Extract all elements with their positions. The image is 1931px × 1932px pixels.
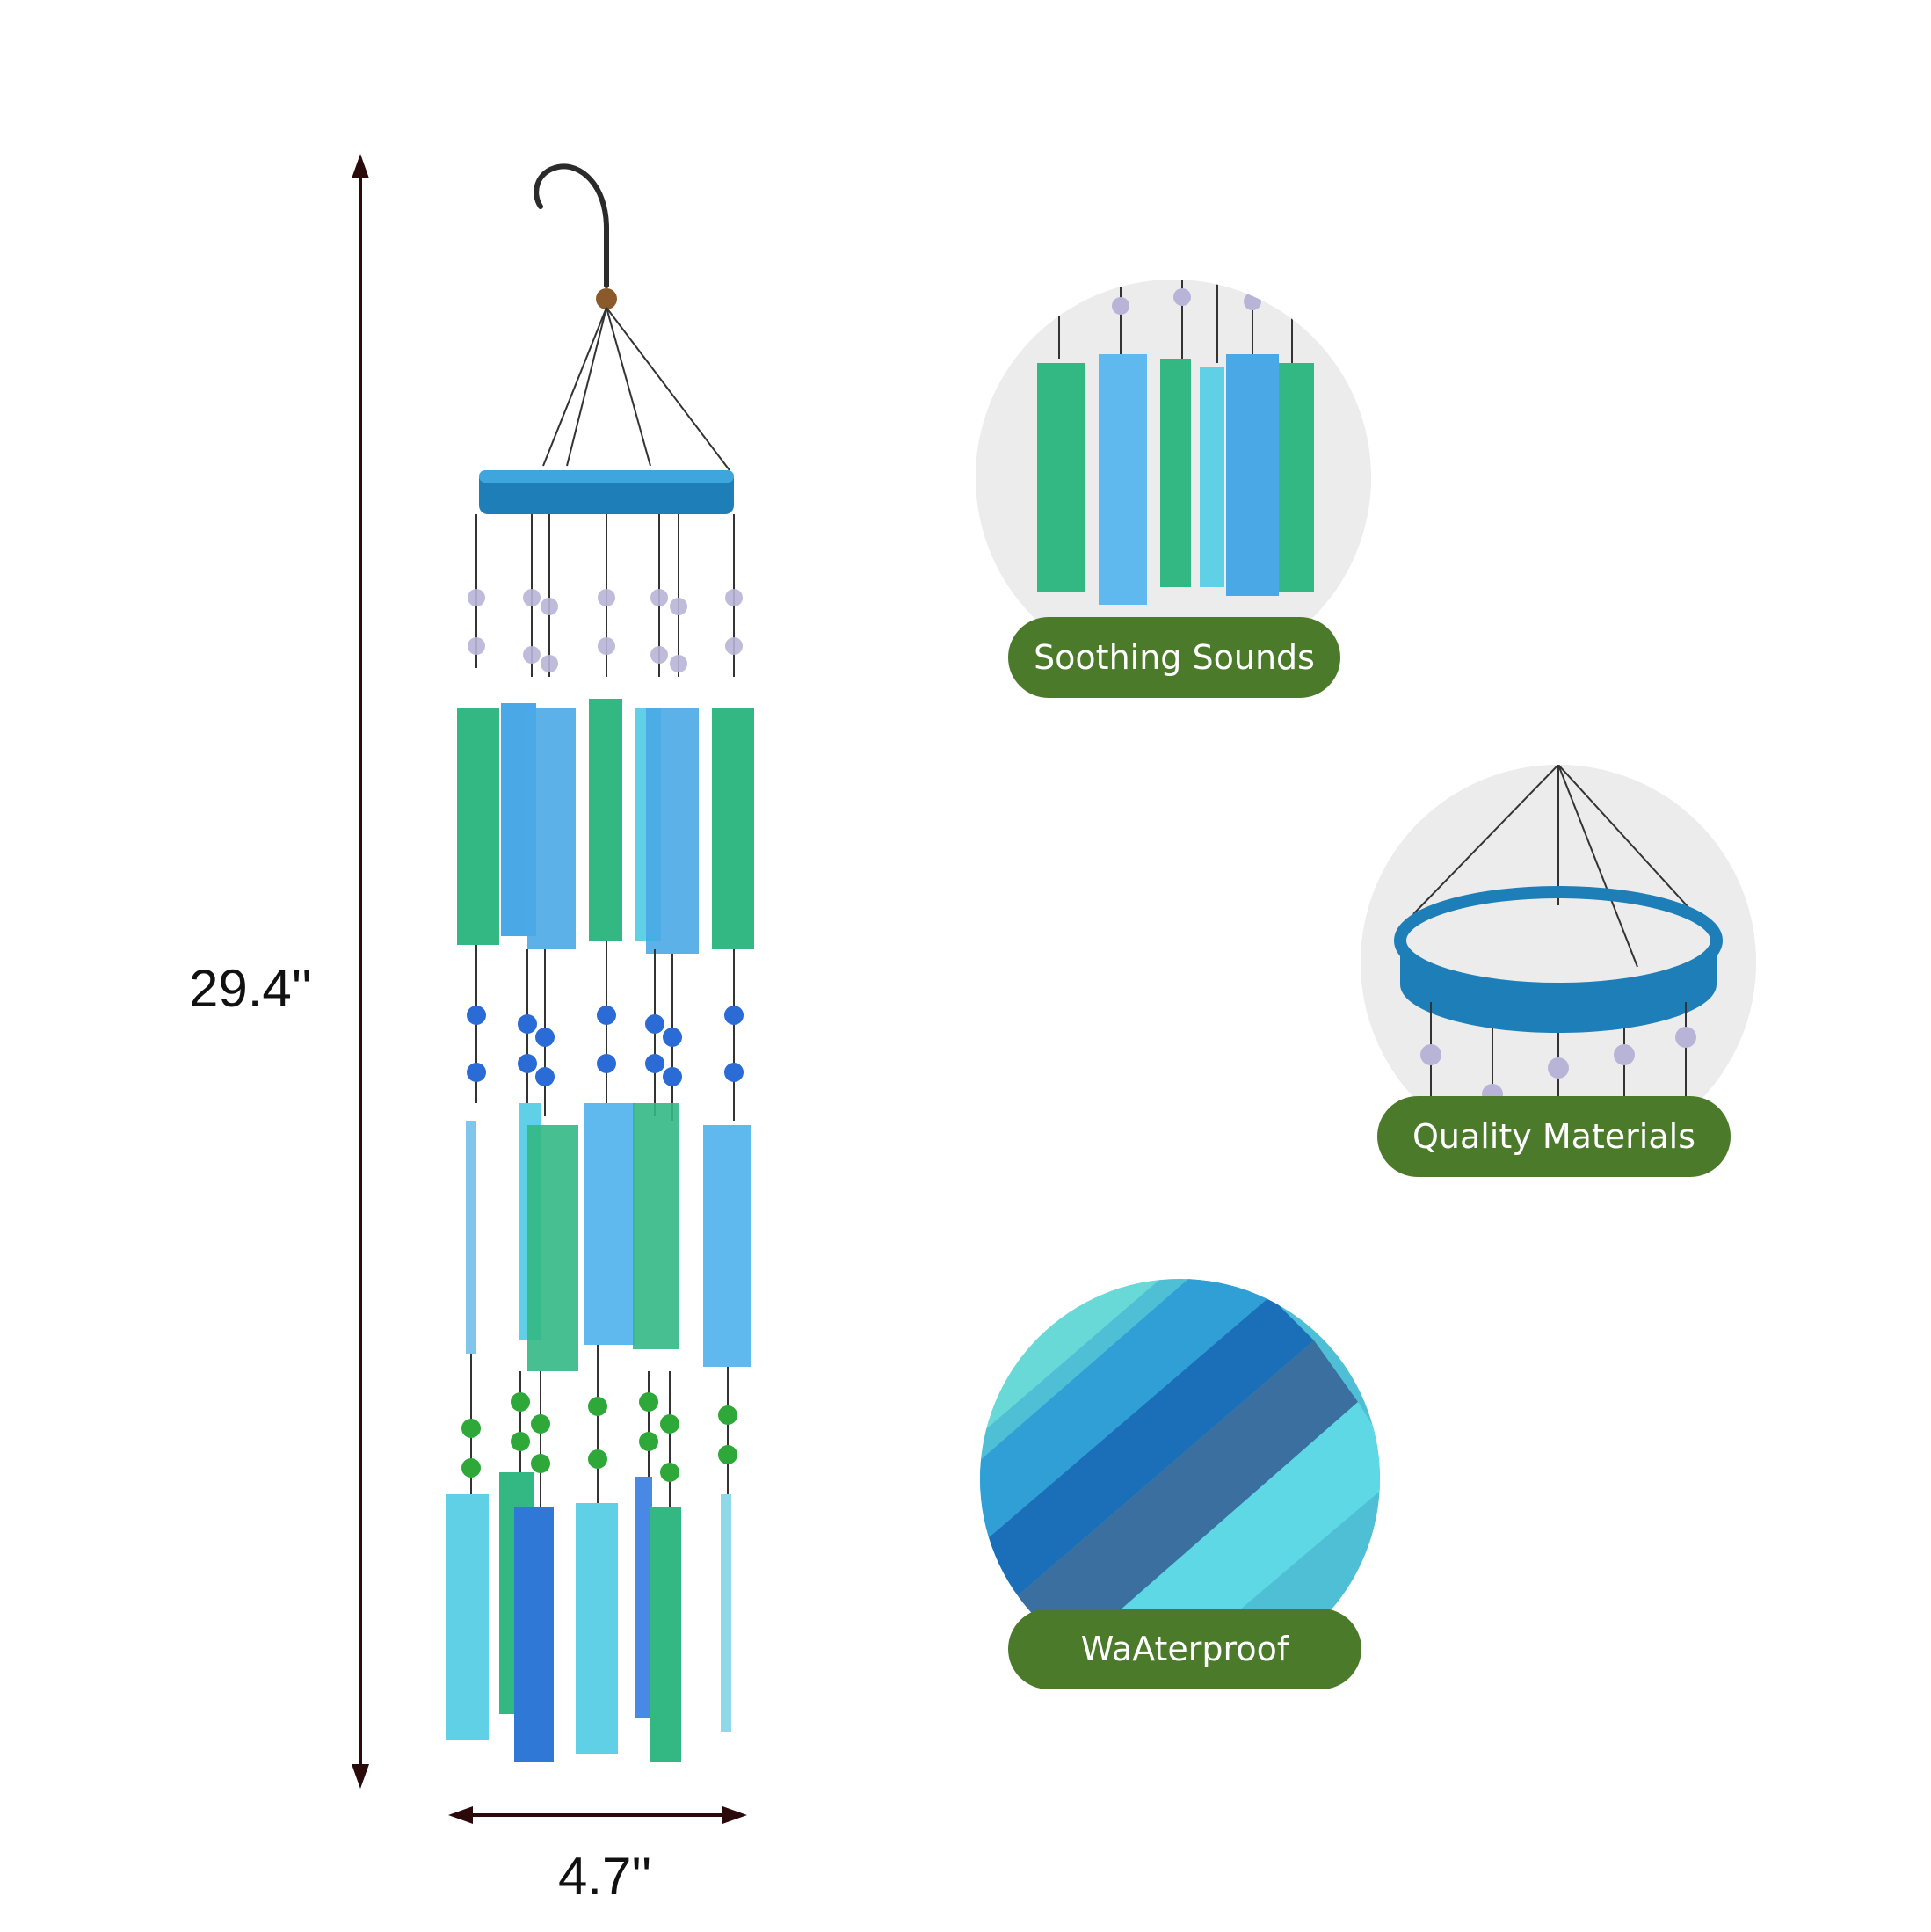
hook-icon	[534, 163, 609, 288]
width-label: 4.7''	[558, 1847, 652, 1906]
feature-image-soothing-sounds	[976, 280, 1371, 675]
feature-image-quality-materials	[1361, 765, 1756, 1160]
feature-badge-waterproof: WaAterproof	[1008, 1609, 1361, 1689]
width-dimension-arrow	[448, 1806, 747, 1824]
arrow-up-icon	[352, 154, 369, 178]
arrow-down-icon	[352, 1764, 369, 1789]
arrow-left-icon	[448, 1806, 473, 1824]
wind-chime-product-image	[446, 163, 754, 1762]
feature-badge-soothing-sounds: Soothing Sounds	[1008, 617, 1340, 698]
height-label: 29.4''	[189, 959, 312, 1018]
arrow-right-icon	[722, 1806, 747, 1824]
height-dimension-arrow	[352, 154, 369, 1789]
feature-badge-quality-materials: Quality Materials	[1377, 1096, 1731, 1177]
